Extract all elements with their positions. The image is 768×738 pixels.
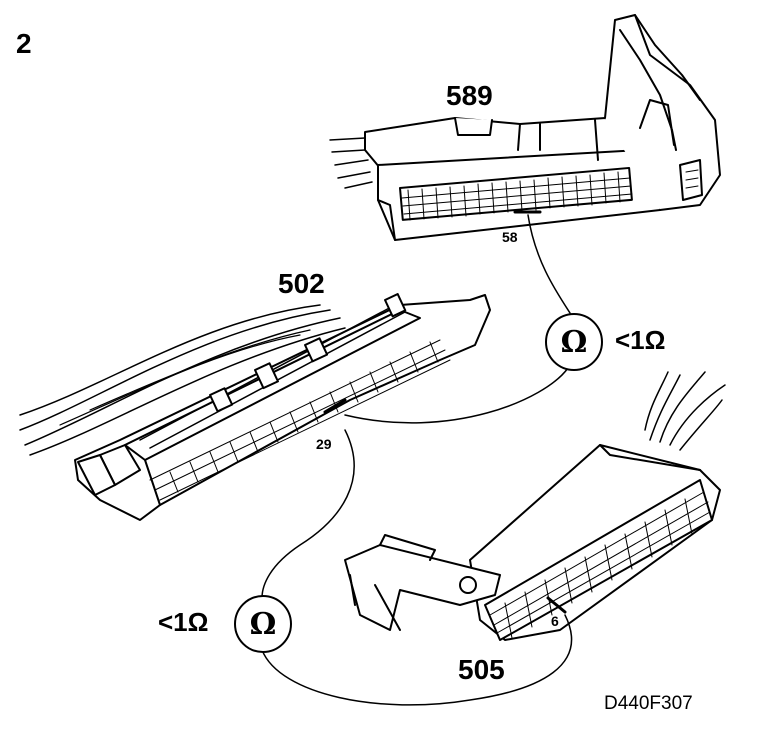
figure-number: 2: [16, 28, 32, 59]
resistance-reading: <1Ω: [158, 607, 209, 637]
ohm-meter-icon: Ω: [545, 313, 603, 371]
connector-505-drawing: [344, 371, 726, 641]
connector-502-pin-label: 29: [316, 436, 332, 452]
connector-502-label: 502: [278, 268, 325, 299]
connector-505-label: 505: [458, 654, 505, 685]
connector-589-label: 589: [446, 80, 493, 111]
connector-505-pin-label: 6: [551, 613, 559, 629]
ohm-symbol: Ω: [560, 324, 588, 360]
figure-code: D440F307: [604, 693, 693, 714]
ohm-symbol: Ω: [249, 606, 277, 642]
connector-589-pin-label: 58: [502, 229, 518, 245]
connector-589-drawing: [329, 14, 721, 241]
ohm-meter-icon: Ω: [234, 595, 292, 653]
resistance-reading: <1Ω: [615, 325, 666, 355]
connector-502-drawing: [19, 293, 491, 521]
measurement-leads: [261, 214, 573, 706]
